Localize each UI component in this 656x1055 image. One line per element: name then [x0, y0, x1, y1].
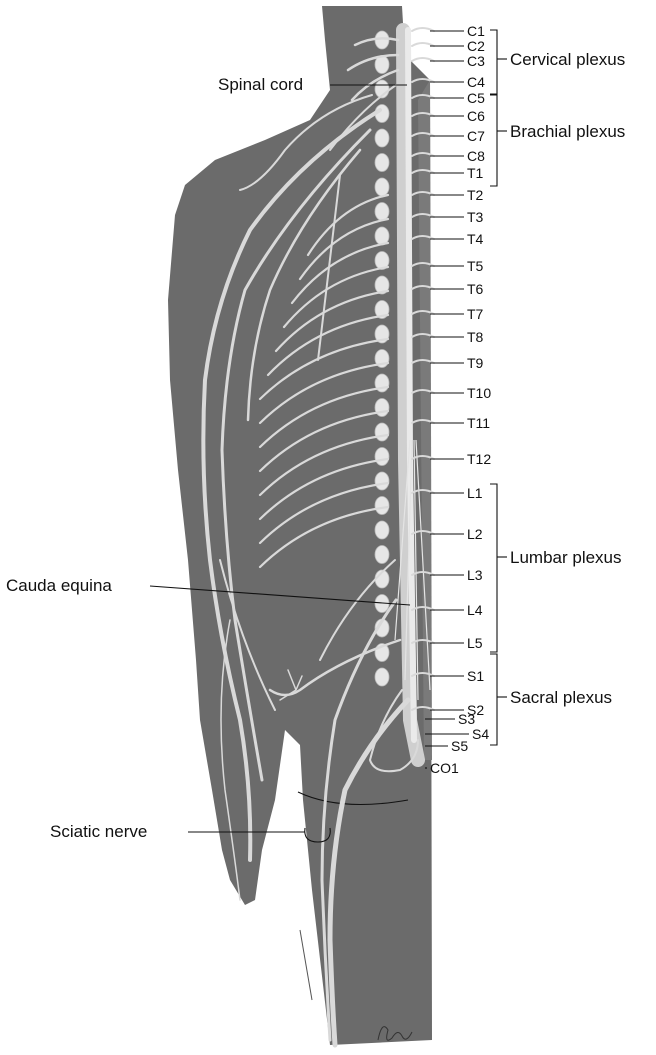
cauda-equina-label: Cauda equina — [6, 576, 112, 595]
ganglion — [375, 129, 389, 147]
spinal-nerve-label: T5 — [467, 258, 484, 274]
ganglion — [375, 472, 389, 490]
spinal-nerve-label: S4 — [472, 726, 489, 742]
spinal-nerve-label: L5 — [467, 635, 483, 651]
spinal-nerve-label: T9 — [467, 355, 484, 371]
ganglion — [375, 668, 389, 686]
spinal-nerve-label: L1 — [467, 485, 483, 501]
spinal-nerve-label: C2 — [467, 38, 485, 54]
spinal-nerve-label: T1 — [467, 165, 484, 181]
spinal-nerve-label: T12 — [467, 451, 491, 467]
spinal-nerve-label: T2 — [467, 187, 484, 203]
ganglion — [375, 399, 389, 417]
spinal-nerve-label: C6 — [467, 108, 485, 124]
spinal-nerve-labels: C1C2C3C4C5C6C7C8T1T2T3T4T5T6T7T8T9T10T11… — [425, 23, 491, 776]
ganglion — [375, 203, 389, 221]
ganglion — [375, 31, 389, 49]
brachial-plexus-label: Brachial plexus — [510, 122, 625, 141]
spinal-nerve-label: C5 — [467, 90, 485, 106]
spinal-nerve-label: T11 — [467, 415, 490, 431]
spinal-nerve-label: L3 — [467, 567, 483, 583]
lumbar-plexus-label: Lumbar plexus — [510, 548, 622, 567]
spinal-nerve-label: T7 — [467, 306, 484, 322]
spinal-nerve-label: L2 — [467, 526, 483, 542]
ganglion — [375, 178, 389, 196]
sacral-plexus-label: Sacral plexus — [510, 688, 612, 707]
spinal-nerve-label: CO1 — [430, 760, 459, 776]
spinal-nerve-label: T8 — [467, 329, 484, 345]
spinal-nerve-label: T3 — [467, 209, 484, 225]
ganglion — [375, 521, 389, 539]
ganglion — [375, 546, 389, 564]
spinal-nerve-label: T4 — [467, 231, 484, 247]
spinal-nerve-label: T10 — [467, 385, 491, 401]
spinal-nerve-label: T6 — [467, 281, 484, 297]
spinal-nerve-label: S3 — [458, 711, 475, 727]
spinal-nerve-label: C3 — [467, 53, 485, 69]
spinal-nerve-label: C8 — [467, 148, 485, 164]
ganglion — [375, 448, 389, 466]
spinal-nerve-label: C7 — [467, 128, 485, 144]
spinal-nerve-label: C4 — [467, 74, 485, 90]
spinal-cord-label: Spinal cord — [218, 75, 303, 94]
spinal-nerve-label: C1 — [467, 23, 485, 39]
plexus-brackets — [490, 30, 507, 745]
spinal-nerve-label: S1 — [467, 668, 484, 684]
spinal-nerve-label: L4 — [467, 602, 483, 618]
spinal-nerve-label: S5 — [451, 738, 468, 754]
ganglion — [375, 423, 389, 441]
sciatic-nerve-label: Sciatic nerve — [50, 822, 147, 841]
ganglion — [375, 154, 389, 172]
ganglion — [375, 497, 389, 515]
cervical-plexus-label: Cervical plexus — [510, 50, 625, 69]
